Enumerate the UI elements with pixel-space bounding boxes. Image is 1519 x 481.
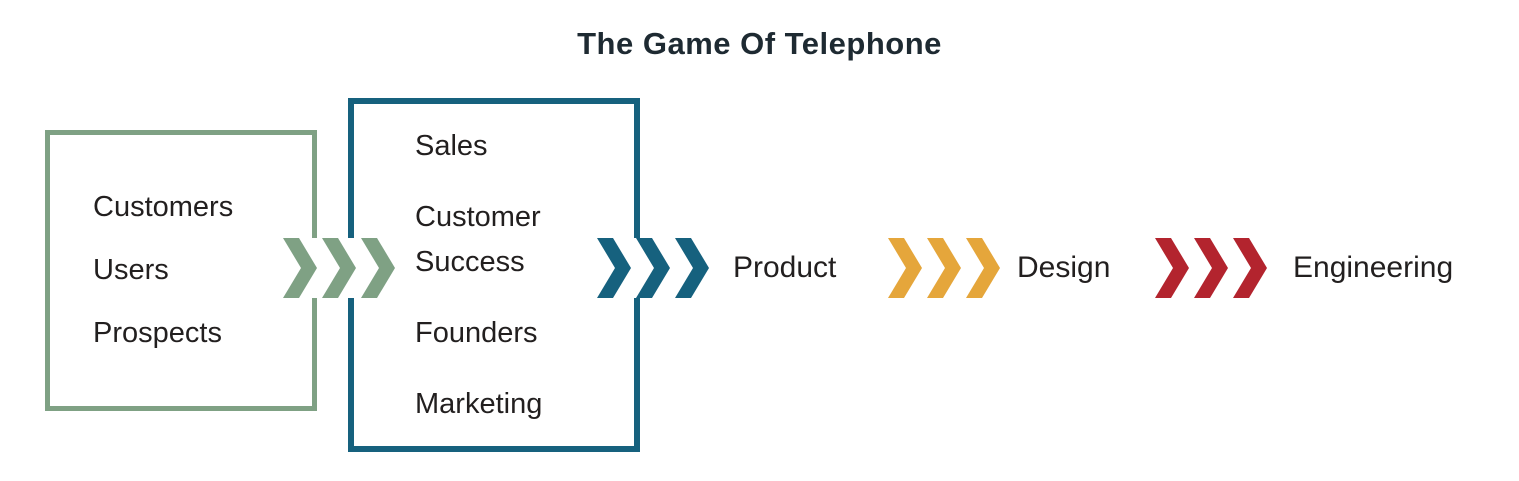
chevron-icon (1194, 238, 1228, 298)
audience-item-customers: Customers (93, 191, 234, 223)
chevron-icon (597, 238, 631, 298)
frontline-item-marketing: Marketing (415, 387, 543, 420)
stage-label-product: Product (733, 251, 837, 284)
stage-label-design: Design (1017, 251, 1111, 284)
chevron-icon (1155, 238, 1189, 298)
gold-chevron-arrows-icon (888, 238, 1000, 298)
frontline-item-sales: Sales (415, 129, 488, 162)
chevron-icon (966, 238, 1000, 298)
audience-item-users: Users (93, 254, 169, 286)
chevron-icon (283, 238, 317, 298)
teal-chevron-arrows-icon (597, 238, 709, 298)
chevron-icon (675, 238, 709, 298)
chevron-icon (927, 238, 961, 298)
red-chevron-arrows-icon (1155, 238, 1267, 298)
chevron-icon (361, 238, 395, 298)
frontline-item-founders: Founders (415, 316, 538, 349)
audience-box: Customers Users Prospects (45, 130, 317, 411)
green-chevron-arrows-icon (283, 238, 395, 298)
frontline-item-customer-success: Customer Success (415, 200, 541, 278)
chevron-icon (322, 238, 356, 298)
chevron-icon (1233, 238, 1267, 298)
stage-label-engineering: Engineering (1293, 251, 1454, 284)
chevron-icon (636, 238, 670, 298)
diagram-title: The Game Of Telephone (577, 26, 942, 61)
chevron-icon (888, 238, 922, 298)
audience-item-prospects: Prospects (93, 317, 222, 349)
